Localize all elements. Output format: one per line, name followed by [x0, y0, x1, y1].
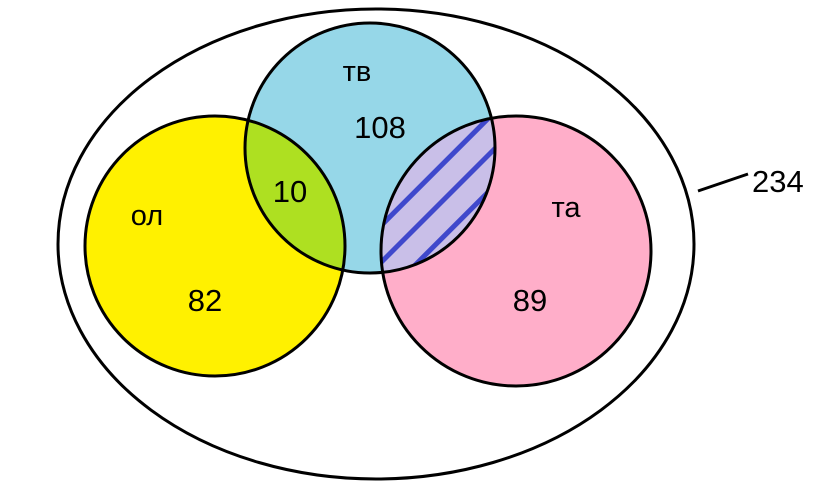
ol-tv-overlap-value: 10	[273, 174, 307, 209]
universe-value: 234	[752, 164, 804, 199]
tv-value: 108	[354, 110, 406, 145]
ol-tv-intersection	[245, 116, 345, 273]
ta-label: та	[551, 192, 581, 224]
ol-value: 82	[188, 283, 222, 318]
ta-value: 89	[513, 283, 547, 318]
ta-circle-outline	[379, 114, 653, 388]
tv-circle-outline	[243, 21, 497, 275]
tv-label: тв	[343, 56, 372, 88]
ol-circle-outline	[83, 114, 347, 378]
universe-leader-line	[697, 172, 749, 193]
ol-label: ол	[131, 200, 163, 232]
tv-ta-intersection-hatch	[381, 116, 495, 273]
